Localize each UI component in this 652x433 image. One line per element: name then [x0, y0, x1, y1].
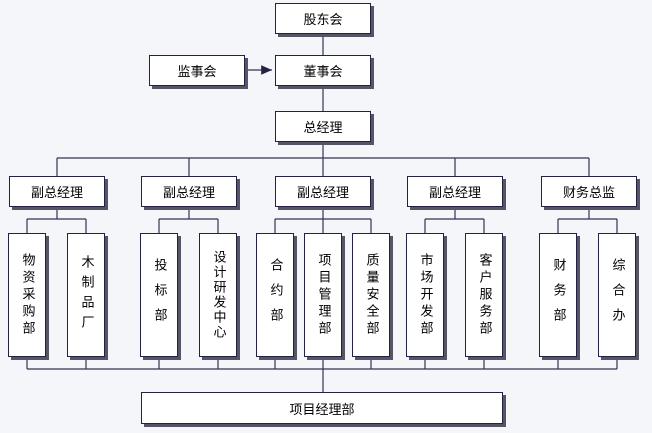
gm-label: 总经理	[303, 121, 343, 136]
dept-box: 客户服务部	[465, 233, 503, 357]
dept-box: 投标部	[140, 233, 178, 357]
dept-label: 项目管理部	[315, 252, 331, 338]
level2-box: 副总经理	[275, 176, 371, 207]
dept-box: 项目管理部	[304, 233, 342, 357]
dept-label: 客户服务部	[476, 252, 492, 338]
cfo-label: 财务总监	[562, 186, 615, 201]
level2-label: 副总经理	[296, 186, 349, 201]
dept-label: 质量安全部	[363, 252, 379, 338]
level2-box: 副总经理	[9, 176, 105, 207]
project-manager-dept-box: 项目经理部	[141, 392, 503, 424]
dept-box: 物资采购部	[8, 233, 46, 357]
dept-box: 财务部	[539, 233, 577, 357]
shareholders-box: 股东会	[275, 3, 371, 34]
dept-box: 综合办	[598, 233, 636, 357]
cfo-box: 财务总监	[541, 176, 637, 207]
board-label: 董事会	[303, 65, 343, 80]
level2-box: 副总经理	[407, 176, 503, 207]
supervisors-label: 监事会	[177, 65, 217, 80]
gm-box: 总经理	[275, 111, 371, 142]
dept-label: 市场开发部	[417, 252, 433, 338]
project-manager-dept-label: 项目经理部	[289, 402, 355, 418]
level2-label: 副总经理	[162, 186, 215, 201]
dept-box: 设计研发中心	[199, 233, 237, 357]
dept-label: 财务部	[550, 257, 566, 333]
dept-box: 市场开发部	[406, 233, 444, 357]
dept-label: 物资采购部	[19, 252, 35, 338]
dept-label: 设计研发中心	[210, 250, 226, 340]
dept-label: 综合办	[609, 257, 625, 333]
level2-label: 副总经理	[428, 186, 481, 201]
dept-box: 木制品厂	[67, 233, 105, 357]
level2-label: 副总经理	[30, 186, 83, 201]
dept-label: 木制品厂	[78, 255, 94, 335]
shareholders-label: 股东会	[303, 13, 343, 28]
supervisors-box: 监事会	[149, 55, 245, 86]
level2-box: 副总经理	[141, 176, 237, 207]
dept-box: 合约部	[256, 233, 294, 357]
dept-label: 投标部	[151, 257, 167, 333]
board-box: 董事会	[275, 55, 371, 86]
dept-label: 合约部	[267, 257, 283, 333]
dept-box: 质量安全部	[352, 233, 390, 357]
